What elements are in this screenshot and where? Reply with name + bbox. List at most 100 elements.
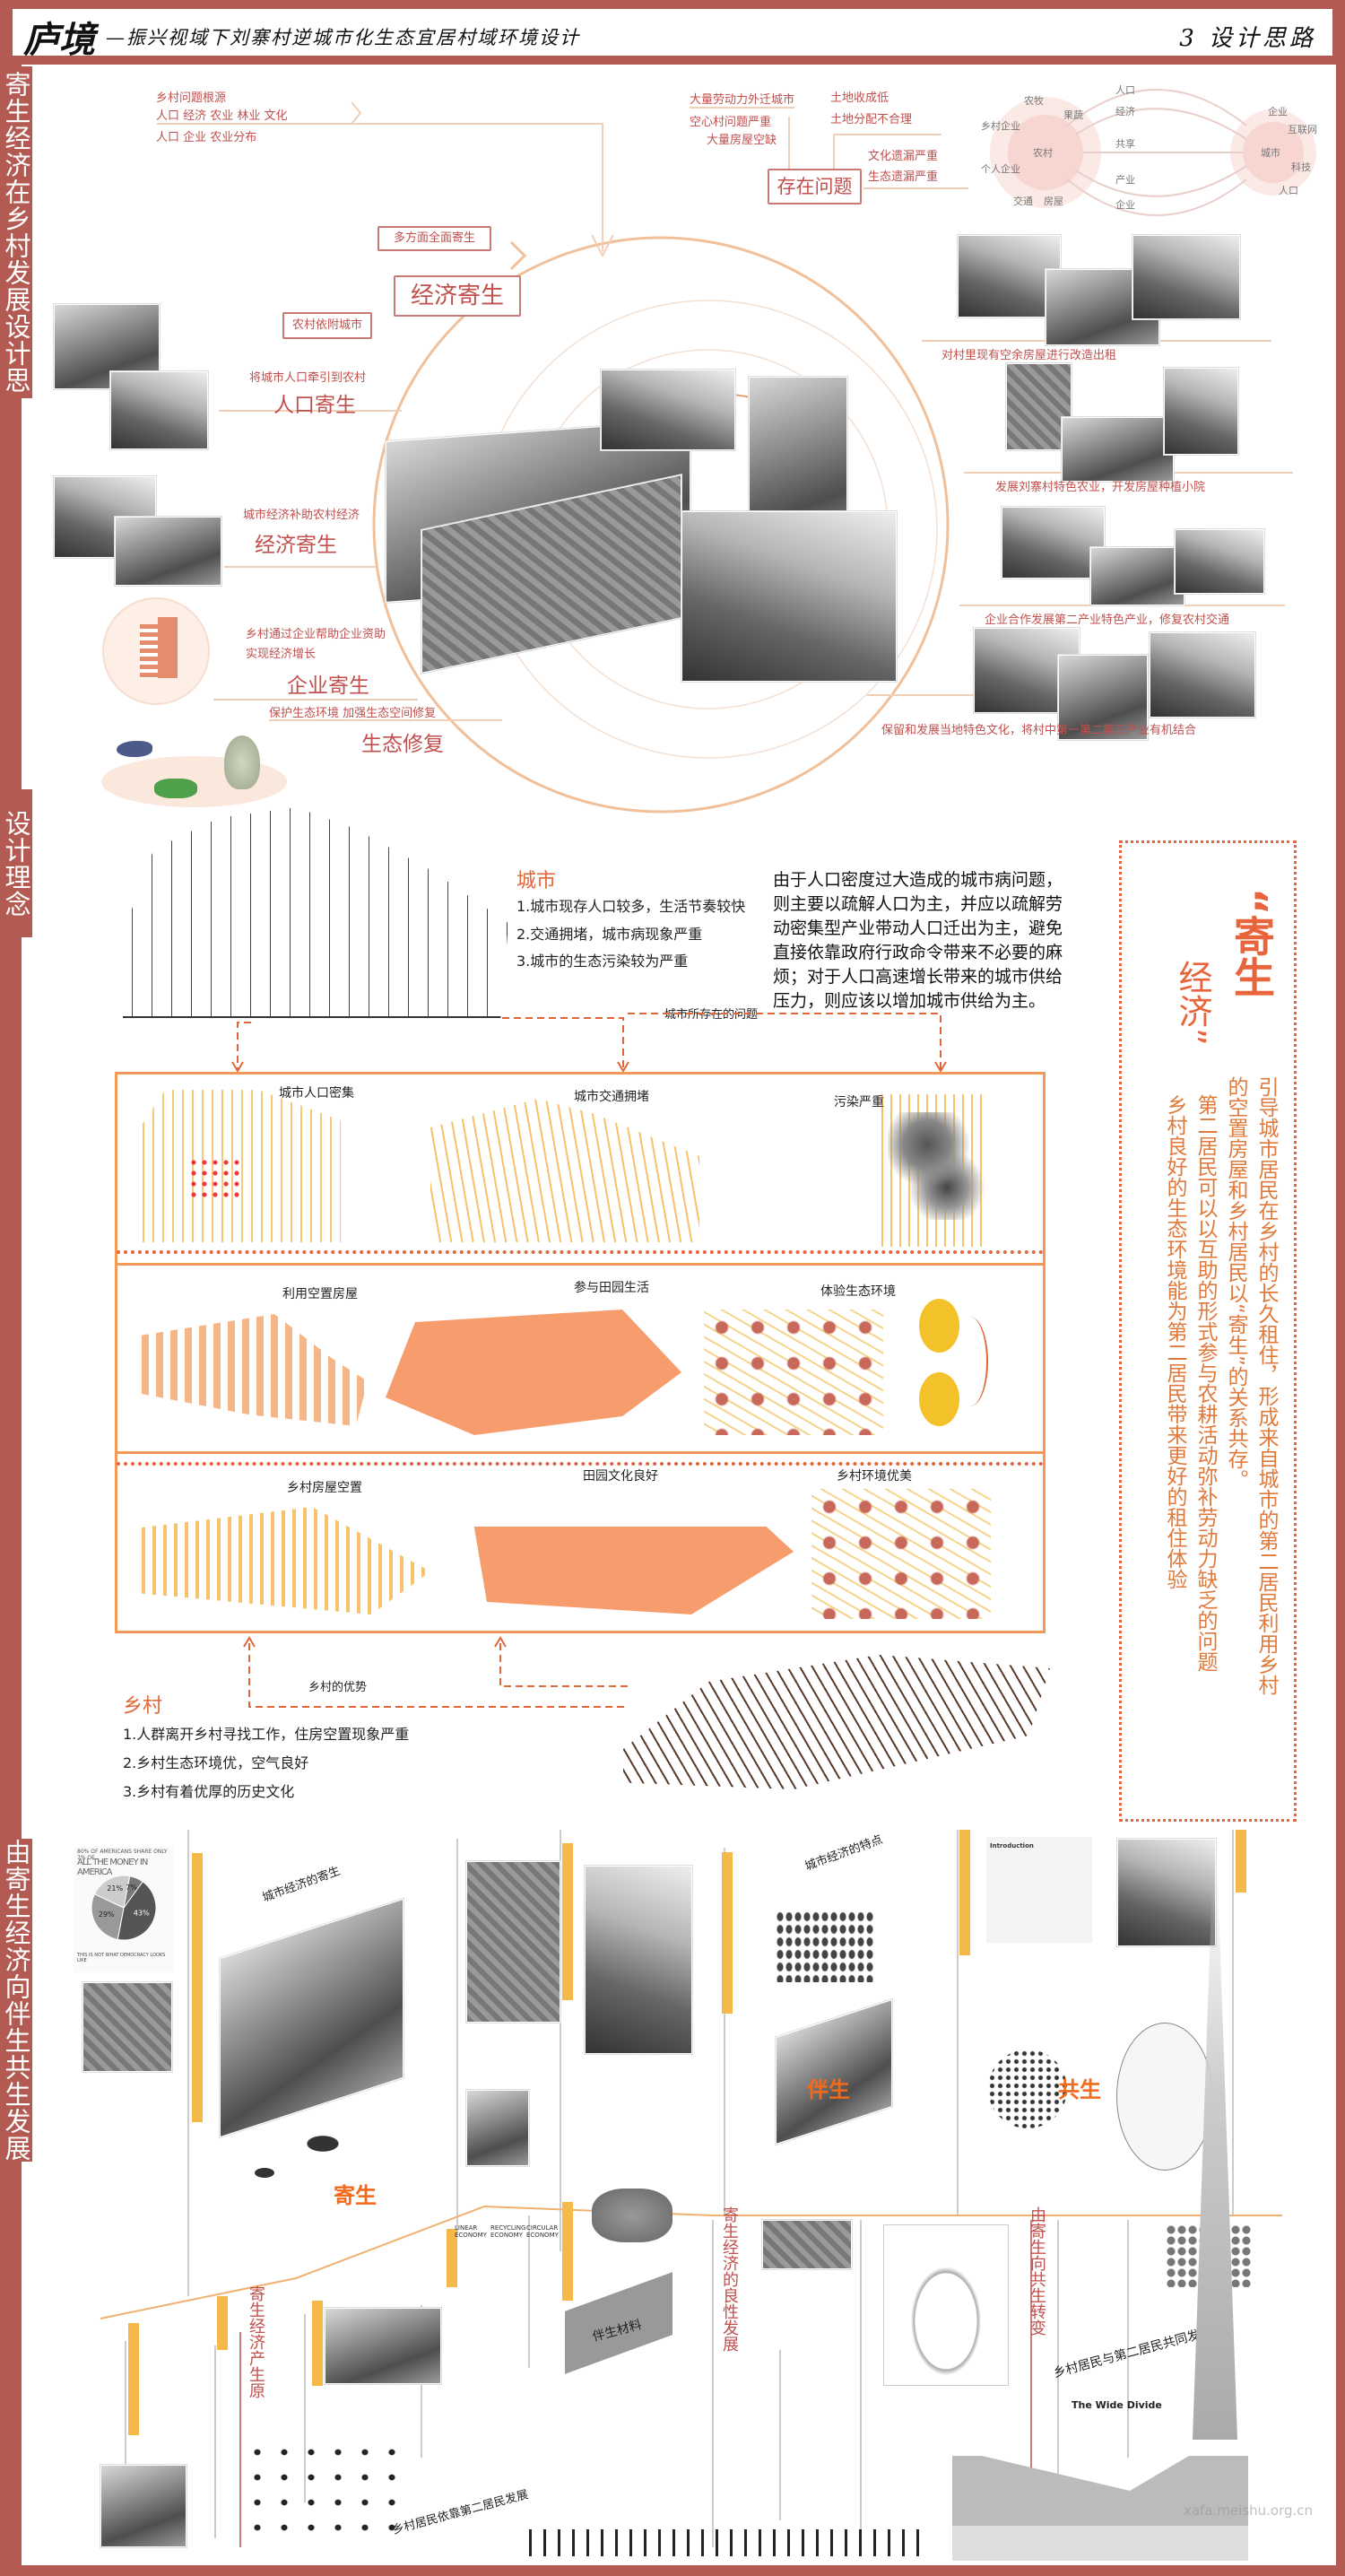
photo-planter bbox=[466, 2090, 529, 2166]
orange-tag bbox=[1236, 1830, 1246, 1893]
problems-box: 存在问题 bbox=[768, 169, 862, 205]
problem-left-2: 空心村问题严重 bbox=[690, 116, 772, 129]
photo-texture bbox=[762, 2220, 852, 2269]
pie-slice bbox=[117, 1881, 157, 1941]
poster-title: 庐境 bbox=[23, 19, 95, 61]
photo-farm-3 bbox=[1164, 368, 1238, 455]
right-item-3: 企业合作发展第二产业特色产业，修复农村交通 bbox=[985, 614, 1230, 627]
watermark: xafa.meishu.org.cn bbox=[1184, 2502, 1314, 2519]
crowd-icons bbox=[188, 1157, 242, 1202]
all-round-box: 多方面全面寄生 bbox=[377, 226, 491, 251]
village-item: 3.乡村有着优厚的历史文化 bbox=[123, 1783, 295, 1800]
poster-subtitle: —振兴视域下刘寨村逆城市化生态宜居村域环境设计 bbox=[106, 27, 580, 48]
concept-paragraph-1: 引导城市居民在乡村的长久租住，形成来自城市的第二居民利用乡村的空置房屋和乡村居民… bbox=[1224, 1076, 1278, 1695]
rural-item: 房屋 bbox=[1044, 196, 1063, 207]
vertical-space-diagram bbox=[883, 2224, 1009, 2386]
side-band-1: 寄生经济在乡村发展设计思路 bbox=[0, 66, 32, 398]
item-title: 生态修复 bbox=[361, 733, 444, 756]
rural-node: 农村 bbox=[1033, 147, 1053, 159]
row-divider bbox=[117, 1250, 1044, 1254]
photo-villagers bbox=[110, 371, 208, 449]
village-advantage-label: 乡村的优势 bbox=[308, 1681, 368, 1694]
row-divider bbox=[117, 1451, 1044, 1454]
rural-item: 个人企业 bbox=[981, 163, 1020, 175]
photo-collage-solar bbox=[681, 511, 897, 682]
dependence-box: 农村依附城市 bbox=[282, 312, 372, 339]
header: 庐境 —振兴视域下刘寨村逆城市化生态宜居村域环境设计 3 设计思路 bbox=[13, 9, 1332, 61]
city-item: 1.城市现存人口较多，生活节奏较快 bbox=[516, 898, 746, 915]
row2-label-3: 体验生态环境 bbox=[820, 1284, 896, 1299]
roots-title: 乡村问题根源 bbox=[156, 91, 227, 105]
orange-tag bbox=[562, 1843, 573, 2000]
item-title: 企业寄生 bbox=[287, 674, 369, 698]
companion-label: 伴生 bbox=[807, 2072, 850, 2103]
rural-item: 果蔬 bbox=[1063, 109, 1083, 121]
photo-city-aerial bbox=[115, 517, 221, 586]
people-silhouettes bbox=[529, 2529, 924, 2556]
pond-icon bbox=[154, 779, 197, 798]
economy-label: LINEAR ECONOMY bbox=[455, 2224, 487, 2239]
item-title: 经济寄生 bbox=[255, 534, 337, 557]
poster-top-text: 80% OF AMERICANS SHARE ONLY 7% OF bbox=[77, 1849, 168, 1861]
building-icon-circle bbox=[102, 597, 210, 705]
poster-bottom-text: THIS IS NOT WHAT DEMOCRACY LOOKS LIKE bbox=[77, 1953, 166, 1963]
economy-diagrams: LINEAR ECONOMY RECYCLING ECONOMY CIRCULA… bbox=[455, 2224, 559, 2440]
village-environment-drawing bbox=[811, 1489, 991, 1619]
orange-tag bbox=[959, 1830, 970, 1955]
pie-slice bbox=[123, 1875, 143, 1909]
food-chain-diagram bbox=[233, 2126, 395, 2206]
village-item: 1.人群离开乡村寻找工作，住房空置现象严重 bbox=[123, 1726, 410, 1743]
photo-infographic bbox=[100, 2465, 187, 2547]
photo-mosaic bbox=[82, 1982, 172, 2072]
row3-label-1: 乡村房屋空置 bbox=[287, 1481, 362, 1495]
crowd-silhouettes bbox=[776, 1910, 874, 1982]
origin-label: 寄生经济产生原 bbox=[247, 2285, 265, 2398]
photo-farm-1 bbox=[1006, 363, 1072, 450]
bird-flock-icons bbox=[244, 2440, 396, 2538]
companion-text: 伴生 bbox=[807, 2077, 850, 2102]
row-divider bbox=[117, 1462, 1044, 1466]
symbiosis-label: 共生 bbox=[1058, 2072, 1101, 2103]
chart-title: The Wide Divide bbox=[1072, 2399, 1162, 2411]
network-labels: 人口 经济 共享 产业 企业 农村 城市 农牧 果蔬 乡村企业 个人企业 交通 … bbox=[977, 72, 1318, 242]
smog-clouds bbox=[888, 1112, 986, 1220]
tree-icon bbox=[224, 735, 260, 789]
problem-left-3: 大量房屋空缺 bbox=[707, 134, 777, 147]
village-title: 乡村 bbox=[123, 1695, 163, 1718]
city-density-drawing bbox=[134, 1090, 341, 1242]
photo-road bbox=[1175, 529, 1264, 594]
concept-title-1: “寄生 bbox=[1228, 888, 1276, 998]
link-label: 产业 bbox=[1115, 174, 1135, 186]
photo-paper-people bbox=[1117, 1839, 1216, 1946]
pie-slice bbox=[93, 1875, 131, 1909]
city-item: 3.城市的生态污染较为严重 bbox=[516, 953, 689, 970]
item-desc: 实现经济增长 bbox=[246, 648, 317, 661]
pie-label: 29% bbox=[99, 1910, 115, 1919]
dashed-arrows-up bbox=[243, 1636, 628, 1708]
item-title: 人口寄生 bbox=[273, 394, 356, 417]
photo-house-3 bbox=[1132, 235, 1240, 319]
exchange-arrow-icon bbox=[952, 1317, 988, 1406]
orange-tag bbox=[128, 2323, 139, 2435]
orange-tag bbox=[217, 2296, 228, 2350]
photo-farm-2 bbox=[1062, 417, 1174, 482]
row-divider bbox=[117, 1263, 1044, 1266]
village-item: 2.乡村生态环境优，空气良好 bbox=[123, 1754, 309, 1771]
city-item: 互联网 bbox=[1288, 124, 1317, 135]
pie-label: 21% bbox=[107, 1884, 123, 1893]
dashed-arrows-down bbox=[231, 1013, 947, 1073]
row3-label-3: 乡村环境优美 bbox=[837, 1469, 912, 1484]
problem-right-1: 土地收成低 bbox=[830, 91, 889, 105]
row3-label-2: 田园文化良好 bbox=[583, 1469, 658, 1484]
transition-label: 由寄生向共生转变 bbox=[1028, 2206, 1046, 2336]
parasitism-text: 寄生 bbox=[334, 2183, 377, 2208]
link-label: 人口 bbox=[1115, 84, 1135, 96]
cycle-diagram bbox=[1116, 2023, 1213, 2171]
orange-tag bbox=[562, 2202, 573, 2301]
row2-label-1: 利用空置房屋 bbox=[282, 1287, 358, 1301]
intro-diagram: Introduction bbox=[986, 1837, 1092, 1943]
pie-label: 43% bbox=[134, 1910, 150, 1918]
eco-experience-drawing bbox=[704, 1310, 883, 1435]
item-desc: 将城市人口牵引到农村 bbox=[249, 371, 367, 385]
photo-moss bbox=[466, 1861, 560, 2023]
